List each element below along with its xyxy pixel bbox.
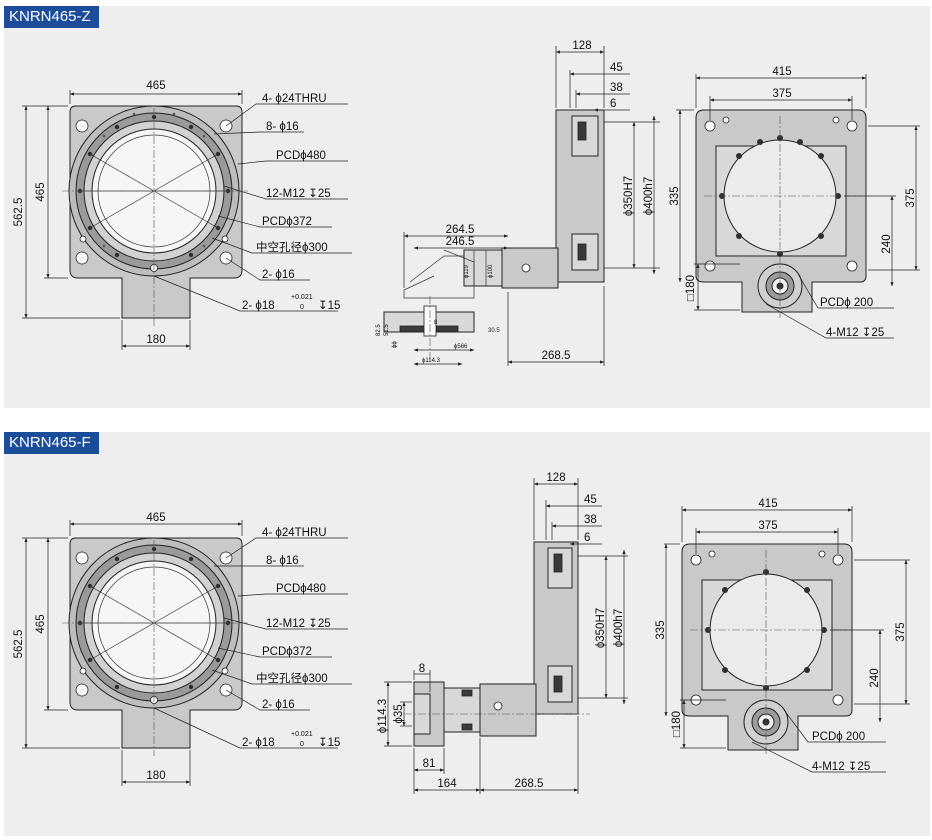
- pin-depth: ↧15: [318, 300, 340, 312]
- drawing-knrn465-z: 465 562.5 465 180 4- ϕ24THRU 8-: [13, 40, 920, 366]
- front-height-total-dim: 562.5: [13, 198, 25, 227]
- front-tail-width-dim: 180: [146, 770, 165, 782]
- pin-tol-upper: +0.021: [291, 294, 313, 301]
- callout-thru-holes: 4- ϕ24THRU: [262, 527, 327, 539]
- callout-8-holes: 8- ϕ16: [266, 555, 299, 567]
- svg-text:ϕ100: ϕ100: [488, 264, 494, 278]
- corner-hole: [75, 683, 89, 697]
- top-width-outer: 415: [758, 498, 777, 510]
- top-height-mid: 240: [869, 668, 881, 687]
- top-width-inner: 375: [758, 520, 777, 532]
- model-title: KNRN465-Z: [4, 6, 99, 28]
- top-width-outer: 415: [772, 66, 791, 78]
- top-square-dim: □180: [685, 275, 697, 301]
- svg-text:ϕ119: ϕ119: [464, 264, 470, 278]
- flange-dia: ϕ114.3: [377, 699, 389, 733]
- top-height-mid: 240: [881, 234, 893, 253]
- flange-thickness: 8: [419, 663, 425, 675]
- callout-2-holes: 2- ϕ16: [262, 269, 295, 281]
- motor-dim-246: 246.5: [446, 236, 475, 248]
- callout-2-holes: 2- ϕ16: [262, 699, 295, 711]
- svg-text:51.5: 51.5: [384, 324, 390, 336]
- callout-pcd372: PCDϕ372: [262, 646, 312, 658]
- shaft-dia: ϕ35: [393, 704, 405, 723]
- side-dim-164: 164: [437, 778, 457, 790]
- side-dim-6: 6: [584, 532, 590, 544]
- top-pcd: PCDϕ 200: [812, 731, 865, 743]
- top-view: 415 375 335 375 240 □180 PCDϕ 200 4-M12 …: [655, 498, 910, 773]
- callout-pin-holes: 2- ϕ18: [242, 300, 275, 312]
- side-dim-128: 128: [572, 40, 591, 52]
- side-dim-6: 6: [610, 98, 616, 110]
- side-dim-45: 45: [610, 62, 623, 74]
- front-height-body-dim: 465: [35, 182, 47, 201]
- corner-hole: [75, 551, 89, 565]
- bore-dim-400: ϕ400h7: [613, 609, 625, 647]
- panel-knrn465-f: KNRN465-F: [4, 432, 930, 836]
- top-height-left: 335: [669, 186, 681, 205]
- callout-pcd480: PCDϕ480: [276, 583, 326, 595]
- pin-tol-lower: 0: [300, 304, 304, 311]
- front-height-total-dim: 562.5: [13, 630, 25, 659]
- corner-hole: [75, 119, 89, 133]
- shaft-dia-large: ϕ114.3: [422, 358, 441, 364]
- svg-text:8: 8: [434, 320, 438, 326]
- callout-hollow-bore: 中空孔径ϕ300: [256, 240, 328, 254]
- svg-text:ϕϕ: ϕϕ: [392, 341, 398, 348]
- side-dim-38: 38: [610, 82, 623, 94]
- callout-m12-threads: 12-M12 ↧25: [266, 188, 331, 200]
- top-thread: 4-M12 ↧25: [826, 327, 884, 339]
- svg-text:30.5: 30.5: [488, 328, 500, 334]
- top-height-right: 375: [905, 188, 917, 207]
- front-view: 465 562.5 465 180 4- ϕ24THRU 8-: [13, 80, 352, 350]
- front-height-body-dim: 465: [35, 614, 47, 633]
- callout-pcd480: PCDϕ480: [276, 150, 326, 162]
- top-pcd: PCDϕ 200: [820, 297, 873, 309]
- callout-pin-holes: 2- ϕ18: [242, 737, 275, 749]
- bore-dim-350: ϕ350H7: [595, 608, 607, 648]
- front-width-dim: 465: [146, 512, 165, 524]
- side-dim-45: 45: [584, 494, 597, 506]
- side-bottom-dim: 268.5: [542, 350, 571, 362]
- callout-pcd372: PCDϕ372: [262, 216, 312, 228]
- pin-tol-upper: +0.021: [291, 731, 313, 738]
- svg-text:82.5: 82.5: [376, 324, 382, 336]
- front-view: 465 562.5 465 180 4- ϕ24THRU 8- ϕ16: [13, 512, 352, 786]
- side-view: ϕ114.3 ϕ35 8 81 164 268.5 128 45 38: [377, 472, 628, 794]
- callout-thru-holes: 4- ϕ24THRU: [262, 93, 327, 105]
- panel-knrn465-z: KNRN465-Z: [4, 6, 930, 408]
- top-view: 415 375 335 375 240 □180 PCDϕ 200 4-M12 …: [669, 66, 920, 339]
- shaft-dia-small: ϕ566: [454, 344, 468, 350]
- bore-dim-400: ϕ400h7: [643, 177, 655, 215]
- bore-dim-350: ϕ350H7: [623, 176, 635, 216]
- top-height-right: 375: [895, 622, 907, 641]
- side-dim-128: 128: [546, 472, 565, 484]
- motor-dim-264: 264.5: [446, 224, 475, 236]
- top-thread: 4-M12 ↧25: [812, 761, 870, 773]
- flange-depth: 81: [423, 758, 436, 770]
- corner-hole: [75, 251, 89, 265]
- side-view: 82.5 51.5 ϕϕ 30.5 8 ϕ119 ϕ100 ϕ566 ϕ114.…: [376, 40, 660, 366]
- front-tail-width-dim: 180: [146, 334, 165, 346]
- top-width-inner: 375: [772, 88, 791, 100]
- model-title: KNRN465-F: [4, 432, 99, 454]
- drawing-knrn465-f: 465 562.5 465 180 4- ϕ24THRU 8- ϕ16: [13, 472, 910, 794]
- pin-depth: ↧15: [318, 737, 340, 749]
- callout-m12-threads: 12-M12 ↧25: [266, 618, 331, 630]
- side-dim-38: 38: [584, 514, 597, 526]
- callout-8-holes: 8- ϕ16: [266, 121, 299, 133]
- pin-tol-lower: 0: [300, 741, 304, 748]
- callout-hollow-bore: 中空孔径ϕ300: [256, 671, 328, 685]
- front-width-dim: 465: [146, 80, 165, 92]
- top-height-left: 335: [655, 620, 667, 639]
- top-square-dim: □180: [671, 711, 683, 737]
- side-dim-268: 268.5: [515, 778, 544, 790]
